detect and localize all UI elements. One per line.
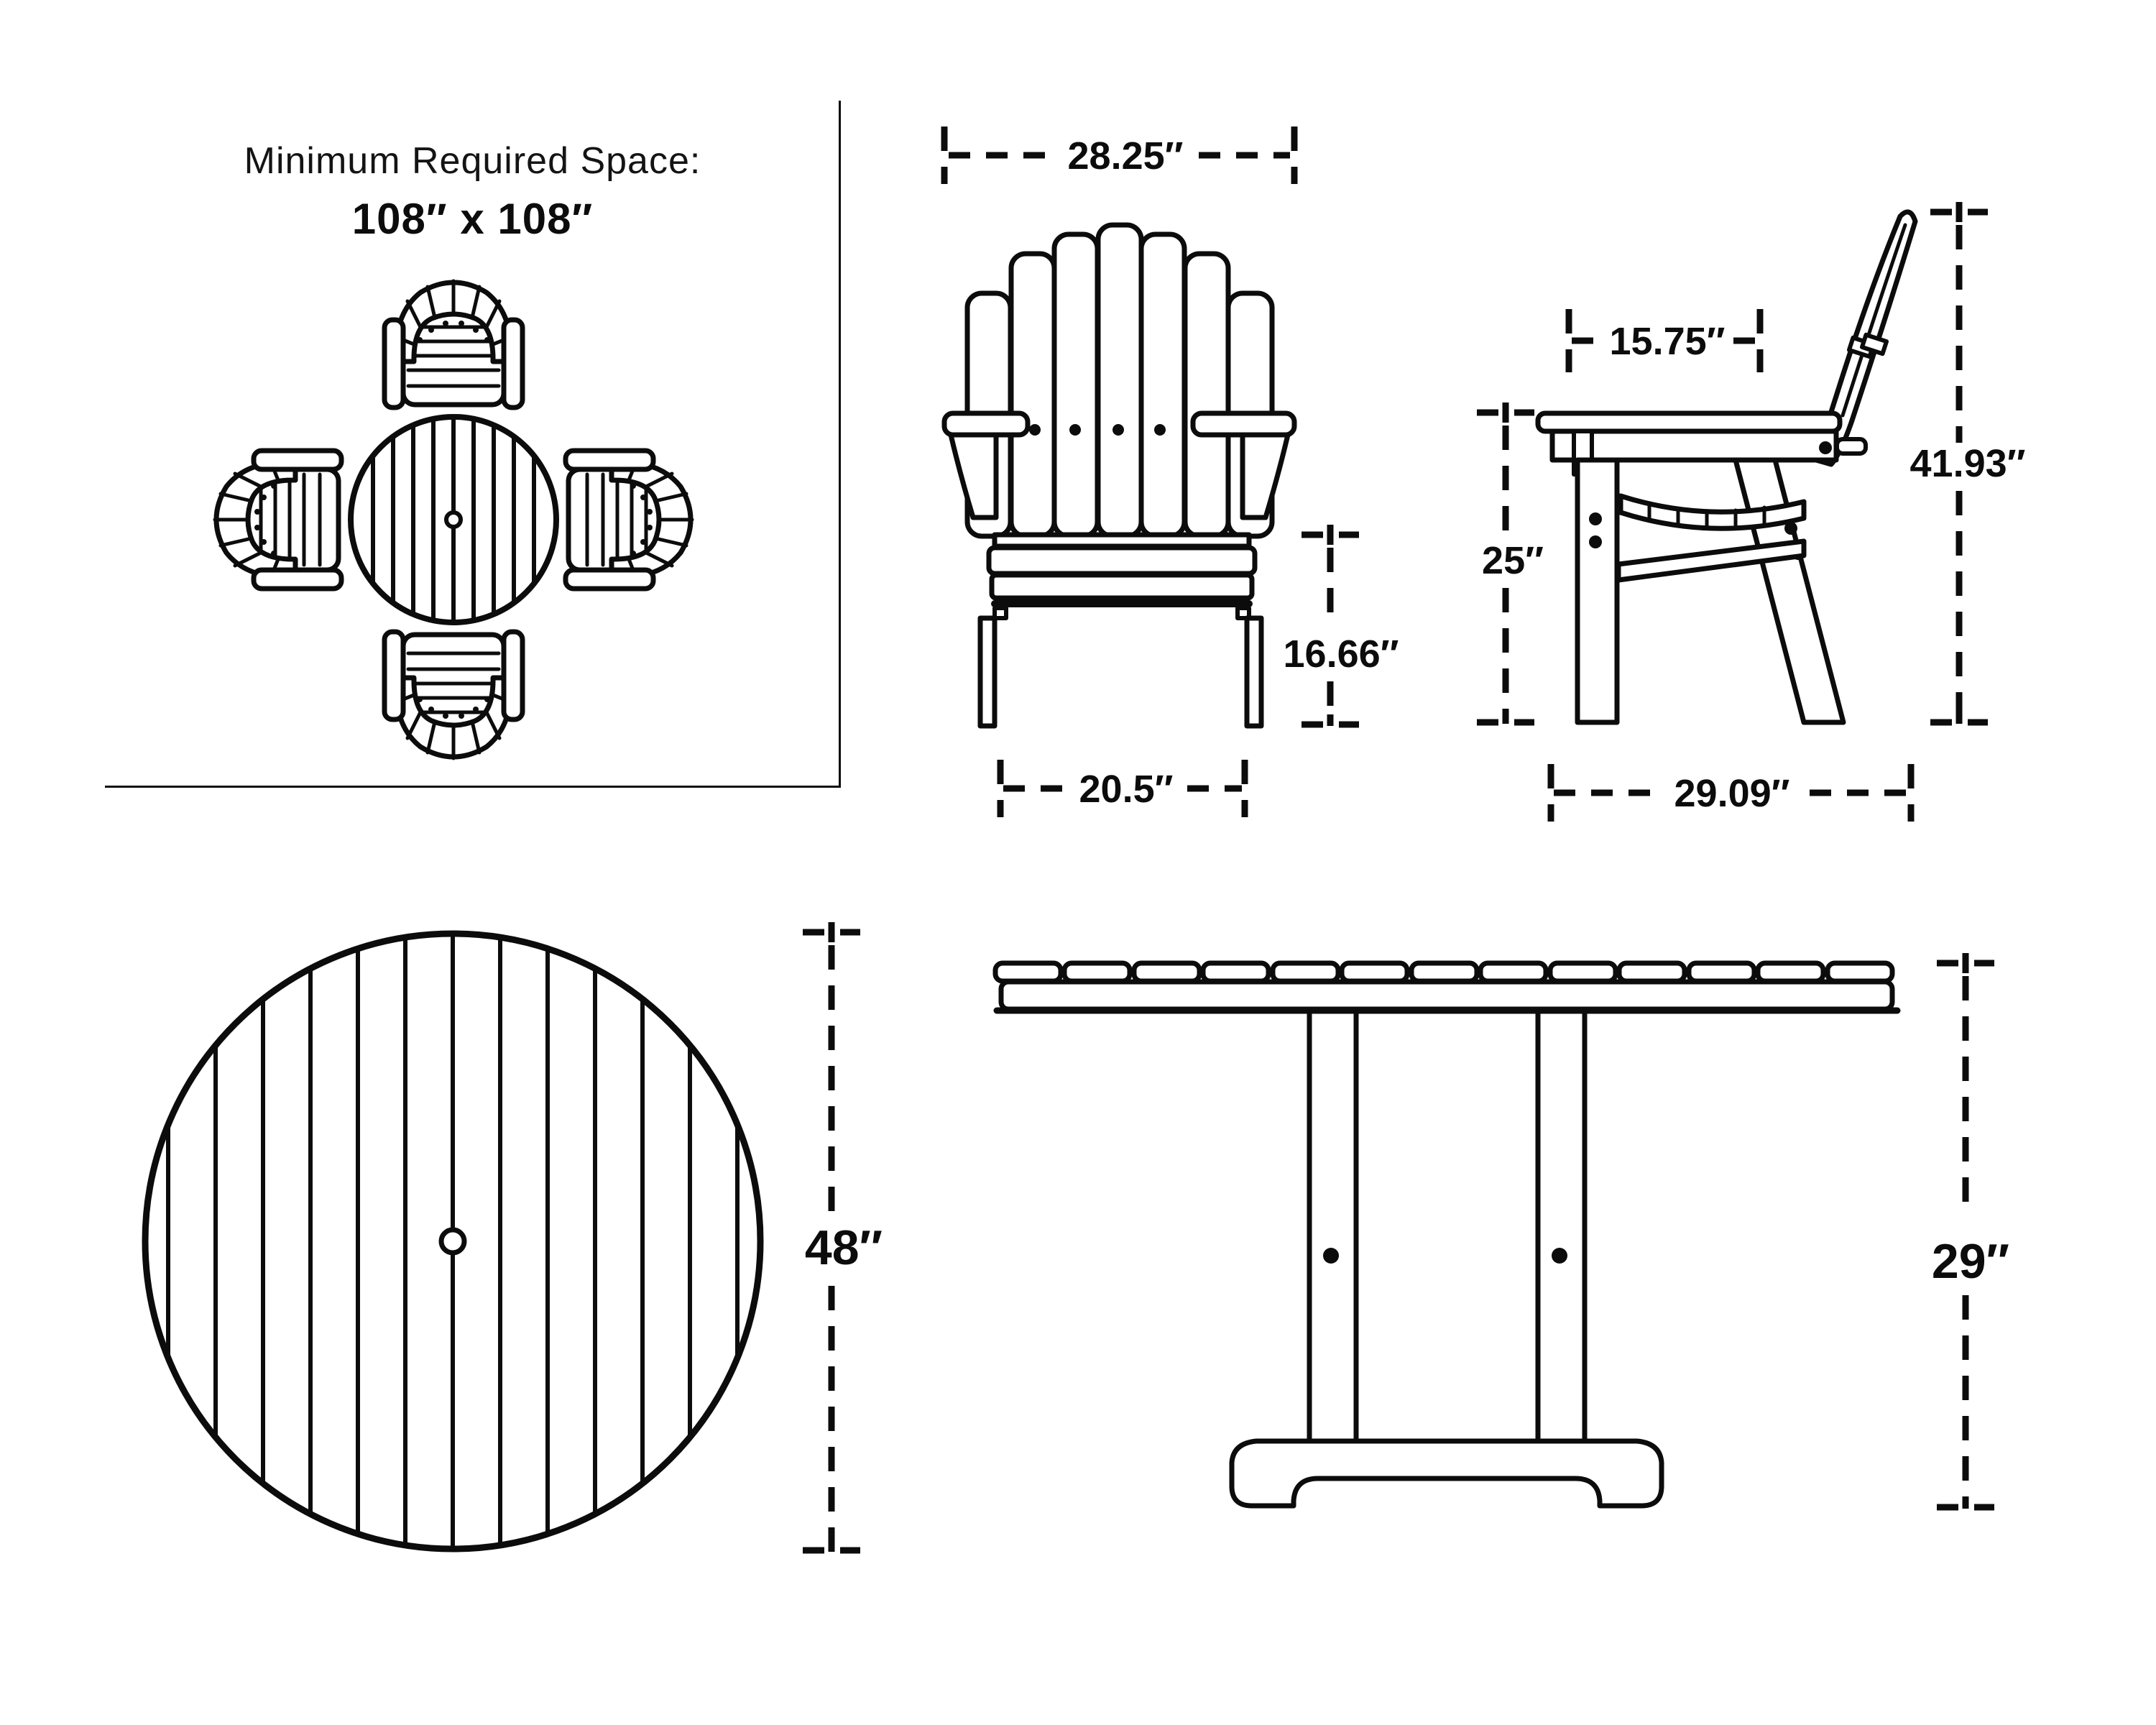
table-side-apron bbox=[993, 979, 1901, 1014]
table-base bbox=[1229, 1438, 1664, 1509]
dim-front-height: 25″ bbox=[1477, 402, 1544, 726]
dim-seat-depth: 15.75″ bbox=[1565, 309, 1764, 372]
chair-side-rails bbox=[1616, 493, 1807, 583]
umbrella-hole-large bbox=[438, 1227, 467, 1256]
umbrella-hole bbox=[444, 510, 463, 529]
dim-table-diameter: 48″ bbox=[803, 922, 883, 1554]
chair-seat-front bbox=[986, 532, 1258, 620]
dim-seat-depth-label: 15.75″ bbox=[1610, 320, 1726, 363]
min-space-panel-border bbox=[105, 101, 841, 788]
dim-front-width: 20.5″ bbox=[997, 760, 1248, 817]
table-side-slat-band bbox=[992, 960, 1895, 984]
dim-chair-width-label: 28.25″ bbox=[1068, 134, 1184, 178]
dim-overall-height-label: 41.93″ bbox=[1910, 442, 2026, 485]
dim-table-diameter-label: 48″ bbox=[805, 1220, 883, 1275]
dim-seat-height-label: 16.66″ bbox=[1284, 632, 1399, 676]
chair-front-legs bbox=[977, 615, 1264, 729]
dim-table-height: 29″ bbox=[1932, 953, 2009, 1511]
chair-top-view-south bbox=[384, 632, 522, 758]
dining-set-top-view bbox=[208, 272, 700, 769]
chair-back-side bbox=[1813, 209, 1918, 467]
dim-table-height-label: 29″ bbox=[1932, 1234, 2009, 1289]
chair-top-view-west bbox=[215, 451, 341, 589]
dim-seat-height: 16.66″ bbox=[1284, 525, 1399, 728]
chair-front-view: 28.25″ 16.6 bbox=[941, 126, 1399, 817]
min-space-dimensions: 108″ x 108″ bbox=[351, 195, 594, 243]
dim-overall-depth-label: 29.09″ bbox=[1674, 772, 1790, 815]
chair-armrests bbox=[941, 410, 1297, 520]
table-top-view: 48″ bbox=[142, 922, 883, 1554]
chair-top-view-north bbox=[384, 281, 522, 408]
dim-overall-depth: 29.09″ bbox=[1547, 764, 1915, 822]
table-side-view: 29″ bbox=[992, 953, 2009, 1511]
chair-back-slats bbox=[964, 222, 1275, 539]
table-top-view-small bbox=[348, 414, 559, 625]
min-space-title: Minimum Required Space: bbox=[244, 140, 701, 182]
dim-overall-height: 41.93″ bbox=[1910, 202, 2026, 726]
dim-front-width-label: 20.5″ bbox=[1079, 768, 1174, 811]
chair-top-view-east bbox=[566, 451, 692, 589]
dim-front-height-label: 25″ bbox=[1482, 539, 1544, 582]
dim-chair-width: 28.25″ bbox=[941, 126, 1298, 184]
chair-side-view: 15.75″ 41.93″ bbox=[1477, 202, 2026, 822]
table-pedestal-legs bbox=[1307, 1009, 1588, 1444]
